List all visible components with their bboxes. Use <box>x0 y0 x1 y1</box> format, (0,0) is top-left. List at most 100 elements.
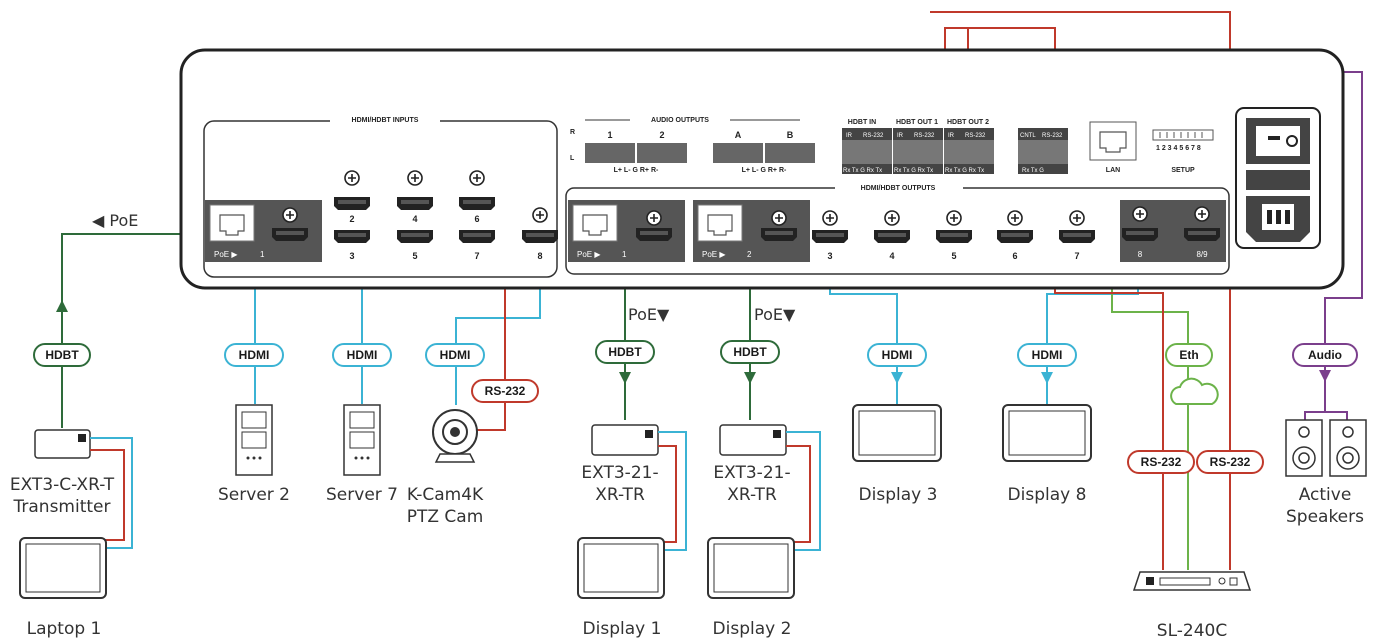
display2-screen <box>707 537 795 599</box>
hdmi-out8-arrow <box>1041 372 1053 384</box>
hdmi-out3-arrow <box>891 372 903 384</box>
output5-number: 5 <box>951 251 956 261</box>
hdmi-input-4[interactable] <box>397 197 433 210</box>
camera-label-2: PTZ Cam <box>407 507 484 527</box>
input4-number: 4 <box>412 214 417 224</box>
output1-number: 1 <box>622 250 627 259</box>
audio-r-label: R <box>570 129 575 136</box>
svg-text:HDMI: HDMI <box>239 348 270 362</box>
hdmi-pill-camera: HDMI <box>425 343 485 367</box>
output4-number: 4 <box>889 251 894 261</box>
svg-text:RS-232: RS-232 <box>485 384 526 398</box>
power-module <box>1235 107 1321 249</box>
hdbt-out1-terminal[interactable]: IR RS-232 Rx Tx G Rx Tx <box>893 128 943 174</box>
audio-outputs-title: AUDIO OUTPUTS <box>651 117 709 124</box>
hdbt-out2-label: HDBT OUT 2 <box>947 119 989 126</box>
svg-text:Rx Tx G Rx Tx: Rx Tx G Rx Tx <box>945 168 984 174</box>
input6-number: 6 <box>474 214 479 224</box>
audio-pins-1-2: L+ L- G R+ R- <box>614 167 659 174</box>
input8-number: 8 <box>537 251 542 261</box>
ext1-hdmi-cable <box>658 431 687 551</box>
matrix-switcher-chassis <box>179 48 1345 290</box>
output6-number: 6 <box>1012 251 1017 261</box>
rs232-pill-controller-b: RS-232 <box>1196 450 1264 474</box>
hdmi-input-3[interactable] <box>334 230 370 243</box>
input1-number: 1 <box>260 250 265 259</box>
hdmi-input-6[interactable] <box>459 197 495 210</box>
svg-text:HDMI: HDMI <box>882 348 913 362</box>
svg-text:HDMI: HDMI <box>347 348 378 362</box>
setup-dip-switch[interactable] <box>1152 129 1214 141</box>
hdmi-input-2[interactable] <box>334 197 370 210</box>
display3-screen <box>852 404 942 462</box>
speakers-label-1: Active <box>1299 485 1352 505</box>
camera-label-1: K-Cam4K <box>407 485 484 505</box>
ext2-rs232-cable <box>786 445 811 543</box>
display1-label: Display 1 <box>583 619 662 639</box>
svg-text:RS-232: RS-232 <box>1210 455 1251 469</box>
hdmi-output-5[interactable] <box>936 230 972 243</box>
audio-pill: Audio <box>1292 343 1358 367</box>
hdbt-pill-out1: HDBT <box>595 340 655 364</box>
hdmi-output-7[interactable] <box>1059 230 1095 243</box>
svg-text:B: B <box>787 130 794 140</box>
hdbt-in-terminal[interactable]: IR RS-232 Rx Tx G Rx Tx <box>842 128 892 174</box>
laptop-label: Laptop 1 <box>27 619 102 639</box>
hdmi-input-7[interactable] <box>459 230 495 243</box>
setup-dip-numbers: 1 2 3 4 5 6 7 8 <box>1156 145 1201 152</box>
hdmi-pill-display8: HDMI <box>1017 343 1077 367</box>
display3-label: Display 3 <box>859 485 938 505</box>
audio-output-group-2[interactable]: 2 <box>637 130 687 163</box>
audio-output-group-a[interactable]: A <box>713 130 763 163</box>
hdbt-input-arrow <box>56 300 68 312</box>
svg-text:A: A <box>735 130 742 140</box>
svg-text:HDMI: HDMI <box>440 348 471 362</box>
poe-out2-label: PoE▼ <box>754 305 796 324</box>
speaker-connector <box>1304 411 1348 420</box>
hdbt-out2-terminal[interactable]: IR RS-232 Rx Tx G Rx Tx <box>944 128 994 174</box>
transmitter-hdmi-cable <box>90 437 133 549</box>
svg-text:HDBT: HDBT <box>733 345 767 359</box>
output8-number: 8 <box>1138 250 1143 259</box>
hdmi-output-8[interactable] <box>1122 228 1158 241</box>
laptop-screen <box>19 537 107 599</box>
hdmi-input-5[interactable] <box>397 230 433 243</box>
hdmi-pill-server2: HDMI <box>224 343 284 367</box>
poe-input-label: ◀ PoE <box>92 211 138 230</box>
hdbt-pill-out2: HDBT <box>720 340 780 364</box>
svg-text:1: 1 <box>607 130 612 140</box>
svg-text:Eth: Eth <box>1179 348 1198 362</box>
ext2-hdmi-cable <box>786 431 821 551</box>
hdmi-output-8-9[interactable] <box>1184 228 1220 241</box>
hdbt-pill-input: HDBT <box>33 343 91 367</box>
audio-pins-a-b: L+ L- G R+ R- <box>742 167 787 174</box>
ext2-label-2: XR-TR <box>727 485 777 505</box>
rs232-controller-cable-b <box>930 11 1231 570</box>
ext1-receiver-device <box>591 424 659 456</box>
hdmi-output-4[interactable] <box>874 230 910 243</box>
audio-output-group-b[interactable]: B <box>765 130 815 163</box>
eth-pill: Eth <box>1165 343 1213 367</box>
ext2-label-1: EXT3-21- <box>713 463 790 483</box>
input2-number: 2 <box>349 214 354 224</box>
lan-port[interactable] <box>1089 121 1137 161</box>
controller-label: SL-240C <box>1157 621 1227 641</box>
audio-output-group-1[interactable]: 1 <box>585 130 635 163</box>
svg-text:HDBT: HDBT <box>608 345 642 359</box>
speaker-right-icon <box>1329 419 1367 477</box>
display8-label: Display 8 <box>1008 485 1087 505</box>
hdmi-pill-server7: HDMI <box>332 343 392 367</box>
rs232-pill-camera: RS-232 <box>471 379 539 403</box>
server2-label: Server 2 <box>218 485 290 505</box>
svg-text:CNTL: CNTL <box>1020 133 1036 139</box>
cntl-rs232-terminal[interactable]: CNTL RS-232 Rx Tx G <box>1018 128 1068 174</box>
hdmi-output-6[interactable] <box>997 230 1033 243</box>
hdmi-output-3[interactable] <box>812 230 848 243</box>
ext1-rs232-cable <box>658 445 677 543</box>
hdmi-input-8[interactable] <box>522 230 558 243</box>
setup-label: SETUP <box>1171 167 1195 174</box>
transmitter-label-2: Transmitter <box>13 497 111 517</box>
cloud-icon <box>1170 377 1219 405</box>
svg-text:2: 2 <box>659 130 664 140</box>
